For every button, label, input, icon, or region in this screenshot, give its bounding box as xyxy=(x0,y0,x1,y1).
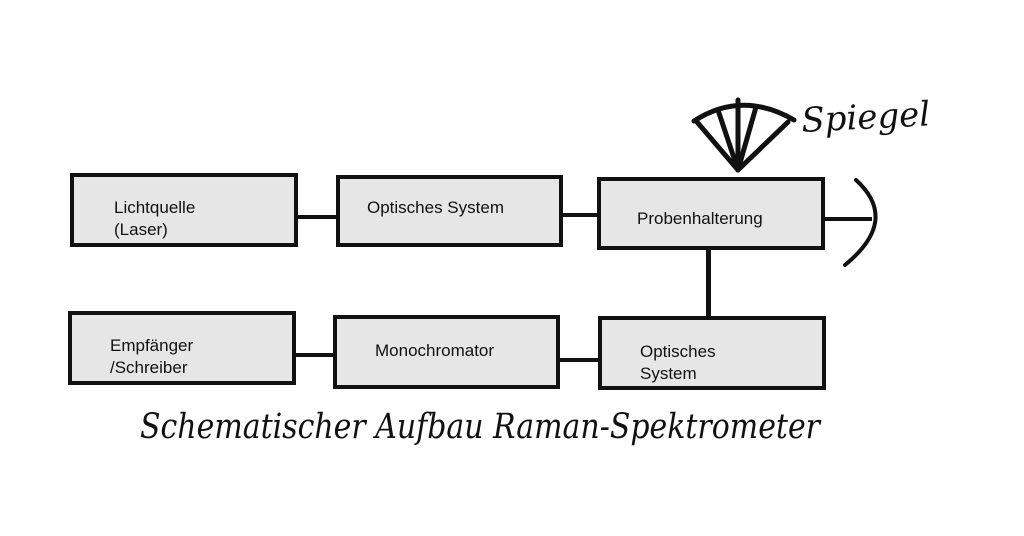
connector-empfaenger-monochromator xyxy=(294,353,336,357)
block-empfaenger: Empfänger /Schreiber xyxy=(68,311,296,385)
block-optisches-system-bottom: Optisches System xyxy=(598,316,826,390)
mirror-dome-icon xyxy=(691,97,797,173)
connector-probenhalterung-optisches-system xyxy=(706,249,711,319)
mirror-label: Spiegel xyxy=(800,94,931,141)
block-probenhalterung-label: Probenhalterung xyxy=(637,209,763,228)
diagram-caption: Schematischer Aufbau Raman-Spektrometer xyxy=(140,407,822,447)
connector-probenhalterung-mirror xyxy=(822,217,872,221)
connector-lichtquelle-optisches-system xyxy=(296,215,338,219)
block-lichtquelle: Lichtquelle (Laser) xyxy=(70,173,298,247)
block-optisches-system-bottom-label: Optisches System xyxy=(640,342,716,383)
connector-monochromator-optisches-system xyxy=(558,358,601,362)
block-monochromator-label: Monochromator xyxy=(375,341,495,360)
connector-optisches-system-probenhalterung xyxy=(561,213,601,217)
block-lichtquelle-label: Lichtquelle (Laser) xyxy=(114,198,196,239)
block-optisches-system-top: Optisches System xyxy=(336,175,563,247)
block-empfaenger-label: Empfänger /Schreiber xyxy=(110,336,194,377)
block-monochromator: Monochromator xyxy=(333,315,560,389)
block-probenhalterung: Probenhalterung xyxy=(597,177,825,250)
mirror-side-icon xyxy=(843,178,878,267)
block-optisches-system-top-label: Optisches System xyxy=(367,198,504,217)
